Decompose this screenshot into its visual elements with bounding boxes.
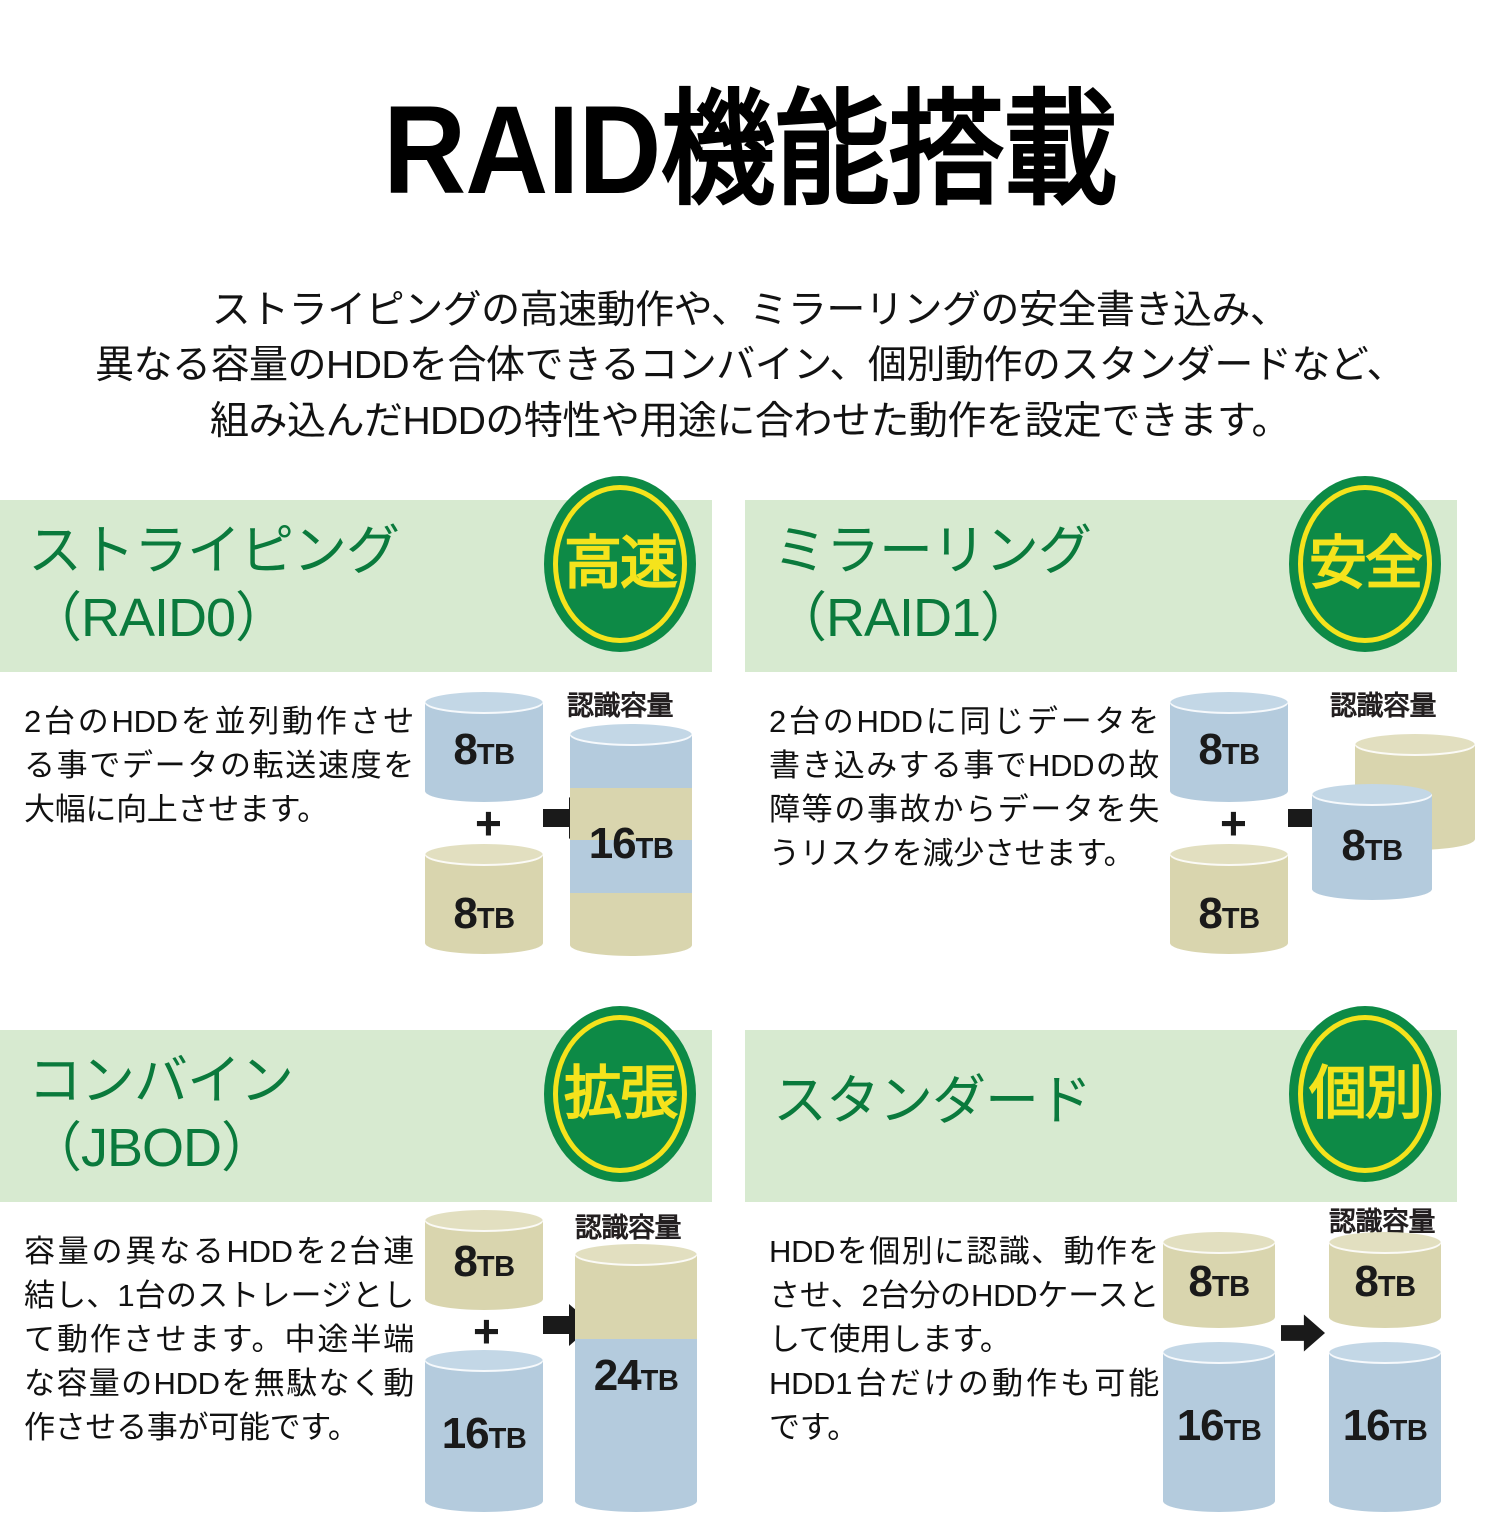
badge-individual: 個別	[1289, 1006, 1441, 1182]
panel-header-mirroring: ミラーリング （RAID1） 安全	[745, 476, 1457, 672]
disk-input-1: 8TB	[425, 692, 543, 802]
panel-mirroring: ミラーリング （RAID1） 安全 2台のHDDに同じデータを書き込みする事でH…	[745, 476, 1475, 1002]
disk-unit: TB	[1221, 739, 1260, 771]
badge-label: 高速	[563, 531, 678, 596]
panel-description-standard: HDDを個別に認識、動作をさせ、2台分のHDDケースとして使用します。 HDD1…	[769, 1234, 1159, 1446]
disk-value: 16	[1342, 1401, 1391, 1450]
capacity-label: 認識容量	[1330, 691, 1437, 721]
disk-value: 8	[453, 725, 478, 774]
lede-line-1: ストライピングの高速動作や、ミラーリングの安全書き込み、	[211, 289, 1289, 332]
disk-unit: TB	[1377, 1271, 1416, 1303]
operator-plus: +	[1220, 797, 1247, 849]
disk-input-2: 8TB	[1170, 844, 1288, 954]
disk-value: 8	[1198, 889, 1223, 938]
disk-unit: TB	[476, 1251, 515, 1283]
disk-unit: TB	[1389, 1415, 1428, 1447]
panel-title-striping: ストライピング （RAID0）	[28, 521, 400, 648]
page-lede: ストライピングの高速動作や、ミラーリングの安全書き込み、 異なる容量のHDDを合…	[0, 283, 1500, 449]
disk-input-2: 16TB	[1163, 1342, 1275, 1512]
disk-output-1: 8TB	[1329, 1232, 1441, 1328]
panel-standard: スタンダード 個別 HDDを個別に認識、動作をさせ、2台分のHDDケースとして使…	[745, 1006, 1457, 1532]
disk-input-1: 8TB	[1170, 692, 1288, 802]
panel-description-mirroring: 2台のHDDに同じデータを書き込みする事でHDDの故障等の事故からデータを失うリ…	[769, 704, 1159, 872]
badge-label: 安全	[1308, 531, 1423, 596]
disk-output: 16TB	[570, 724, 692, 956]
raid-mode-grid: ストライピング （RAID0） 高速 2台のHDDを並列動作させる事でデータの転…	[0, 476, 1500, 1512]
panel-title-mirroring: ミラーリング （RAID1）	[773, 521, 1092, 648]
disk-value: 8	[1188, 1257, 1213, 1306]
badge-label: 個別	[1308, 1061, 1423, 1126]
panel-description-striping: 2台のHDDを並列動作させる事でデータの転送速度を大幅に向上させます。	[24, 704, 414, 828]
disk-unit: TB	[1221, 903, 1260, 935]
disk-value: 16	[588, 819, 637, 868]
panel-header-combine: コンバイン （JBOD） 拡張	[0, 1006, 712, 1202]
panel-body-combine: 容量の異なるHDDを2台連結し、1台のストレージとして動作させます。中途半端な容…	[0, 1202, 712, 1532]
diagram-standard: 8TB 16TB 認識容量	[1145, 1202, 1457, 1532]
badge-high-speed: 高速	[544, 476, 696, 652]
badge-safety: 安全	[1289, 476, 1441, 652]
disk-output-2: 16TB	[1329, 1342, 1441, 1512]
disk-unit: TB	[1211, 1271, 1250, 1303]
diagram-combine: 8TB + 16TB 認識容量	[415, 1202, 715, 1532]
diagram-mirroring: 8TB + 8TB 認識容量	[1160, 672, 1475, 1002]
operator-plus: +	[473, 1305, 500, 1357]
panel-description-combine: 容量の異なるHDDを2台連結し、1台のストレージとして動作させます。中途半端な容…	[24, 1234, 414, 1446]
disk-value: 8	[1341, 821, 1366, 870]
disk-input-2: 16TB	[425, 1350, 543, 1512]
disk-unit: TB	[1223, 1415, 1262, 1447]
panel-header-standard: スタンダード 個別	[745, 1006, 1457, 1202]
panel-body-mirroring: 2台のHDDに同じデータを書き込みする事でHDDの故障等の事故からデータを失うリ…	[745, 672, 1475, 1002]
disk-value: 8	[453, 889, 478, 938]
panel-striping: ストライピング （RAID0） 高速 2台のHDDを並列動作させる事でデータの転…	[0, 476, 712, 1002]
badge-label: 拡張	[563, 1061, 678, 1126]
panel-title-standard: スタンダード	[773, 1071, 1092, 1131]
disk-value: 8	[1198, 725, 1223, 774]
capacity-label: 認識容量	[567, 691, 674, 721]
panel-body-striping: 2台のHDDを並列動作させる事でデータの転送速度を大幅に向上させます。 8TB …	[0, 672, 712, 1002]
disk-unit: TB	[1364, 835, 1403, 867]
panel-combine: コンバイン （JBOD） 拡張 容量の異なるHDDを2台連結し、1台のストレージ…	[0, 1006, 712, 1532]
diagram-striping: 8TB + 8TB 認識容量	[415, 672, 715, 1002]
lede-line-2: 異なる容量のHDDを合体できるコンバイン、個別動作のスタンダードなど、	[95, 344, 1405, 388]
disk-value: 16	[441, 1409, 490, 1458]
disk-unit: TB	[635, 833, 674, 865]
disk-value: 8	[453, 1237, 478, 1286]
disk-input-2: 8TB	[425, 844, 543, 954]
lede-line-3: 組み込んだHDDの特性や用途に合わせた動作を設定できます。	[209, 399, 1291, 443]
panel-header-striping: ストライピング （RAID0） 高速	[0, 476, 712, 672]
disk-output: 24TB	[575, 1244, 697, 1512]
disk-unit: TB	[488, 1423, 527, 1455]
badge-expansion: 拡張	[544, 1006, 696, 1182]
disk-output: 8TB	[1312, 784, 1432, 900]
operator-plus: +	[475, 797, 502, 849]
page-title: RAID機能搭載	[383, 81, 1118, 220]
disk-value: 16	[1176, 1401, 1225, 1450]
panel-title-combine: コンバイン （JBOD）	[28, 1051, 294, 1178]
disk-unit: TB	[476, 903, 515, 935]
disk-input-1: 8TB	[425, 1210, 543, 1310]
disk-value: 8	[1354, 1257, 1379, 1306]
disk-input-1: 8TB	[1163, 1232, 1275, 1328]
disk-unit: TB	[640, 1365, 679, 1397]
capacity-label: 認識容量	[575, 1213, 682, 1243]
panel-body-standard: HDDを個別に認識、動作をさせ、2台分のHDDケースとして使用します。 HDD1…	[745, 1202, 1457, 1532]
disk-unit: TB	[476, 739, 515, 771]
disk-value: 24	[593, 1351, 642, 1400]
